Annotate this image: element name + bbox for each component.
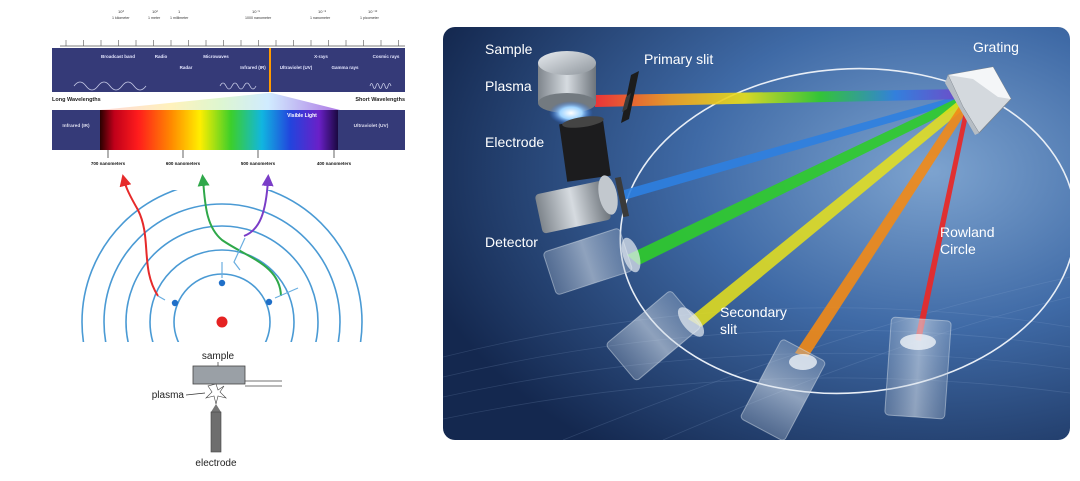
orange-beam — [795, 93, 972, 357]
sample-label: Sample — [485, 41, 533, 57]
band-label: Cosmic rays — [373, 54, 400, 59]
detector-green — [543, 228, 641, 295]
ultraviolet-block — [338, 110, 405, 150]
electrode-tip — [211, 404, 221, 412]
band-labels: Broadcast band Radio Radar Microwaves In… — [101, 54, 400, 70]
nm-label: 500 nanometers — [241, 161, 276, 166]
label-line: Rowland — [940, 224, 994, 240]
labels: Sample Plasma Electrode Primary slit Gra… — [485, 39, 1019, 337]
label-line: Circle — [940, 241, 976, 257]
nm-label: 400 nanometers — [317, 161, 352, 166]
wave-short — [369, 83, 392, 89]
short-wavelengths-label: Short Wavelengths — [355, 97, 405, 103]
scale-label: 10⁻¹² — [368, 9, 378, 14]
nm-label: 700 nanometers — [91, 161, 126, 166]
scale-unit: 1 meter — [148, 16, 161, 20]
atomic-emission-panel: 10³ 10² 1 10⁻⁵ 10⁻⁸ 10⁻¹² 1 kilometer 1 … — [0, 0, 440, 476]
scale-unit: 1 millimeter — [170, 16, 189, 20]
electron — [171, 299, 179, 307]
grating — [945, 66, 1012, 135]
sample-label: sample — [202, 351, 235, 362]
electron — [218, 279, 226, 287]
detector-blue — [535, 175, 630, 234]
band-label: Infrared (IR) — [240, 65, 266, 70]
scale-unit: 1 picometer — [360, 16, 380, 20]
plasma-label: Plasma — [485, 78, 532, 94]
band-label: Ultraviolet (UV) — [280, 65, 313, 70]
spark-setup: sample plasma electrode — [152, 351, 282, 469]
em-band — [52, 48, 405, 92]
label-line: Secondary — [720, 304, 787, 320]
green-beam — [627, 93, 968, 265]
visible-spectrum — [100, 110, 338, 150]
violet-photon-path — [243, 174, 274, 237]
scale-unit: 1 kilometer — [112, 16, 130, 20]
scale-label: 10⁻⁸ — [318, 9, 327, 14]
primary-slit-label: Primary slit — [644, 51, 713, 67]
transition-stub — [157, 295, 166, 301]
red-photon-path — [119, 174, 159, 297]
ultraviolet-label: Ultraviolet (UV) — [354, 123, 389, 129]
band-label: Radio — [155, 54, 168, 59]
detector-label: Detector — [485, 234, 538, 250]
spectrometer-svg: Sample Plasma Electrode Primary slit Gra… — [443, 27, 1070, 440]
sample-block — [192, 365, 246, 385]
scale-label: 10⁻⁵ — [252, 9, 261, 14]
detector-yellow — [606, 291, 705, 381]
transition-stub — [274, 287, 299, 299]
band-label: X-rays — [314, 54, 328, 59]
band-label: Microwaves — [203, 54, 229, 59]
atomic-emission-svg: 10³ 10² 1 10⁻⁵ 10⁻⁸ 10⁻¹² 1 kilometer 1 … — [52, 9, 405, 469]
dispersed-beams — [624, 93, 972, 357]
long-wavelengths-label: Long Wavelengths — [52, 97, 101, 103]
scale-unit: 1000 nanometer — [245, 16, 272, 20]
plasma-label: plasma — [152, 390, 185, 401]
yellow-beam — [688, 93, 970, 327]
band-label: Gamma rays — [331, 65, 359, 70]
electron — [265, 298, 273, 306]
red-beam — [915, 93, 971, 341]
electrode-label: electrode — [195, 458, 237, 469]
scale-label: 1 — [178, 9, 181, 14]
transition-stub — [233, 237, 246, 271]
primary-beam — [595, 89, 970, 107]
spectrometer-panel: Sample Plasma Electrode Primary slit Gra… — [443, 27, 1070, 440]
nm-label: 600 nanometers — [166, 161, 201, 166]
electrode-rod — [210, 411, 222, 453]
infrared-block — [52, 110, 102, 150]
wave-long — [73, 81, 147, 91]
wavelength-scale: 10³ 10² 1 10⁻⁵ 10⁻⁸ 10⁻¹² 1 kilometer 1 … — [60, 9, 405, 47]
green-photon-path — [197, 174, 282, 297]
label-line: slit — [720, 321, 737, 337]
detector-red — [884, 316, 952, 420]
nm-axis: 700 nanometers 600 nanometers 500 nanome… — [91, 150, 352, 166]
electrode-label: Electrode — [485, 134, 544, 150]
visible-light-label: Visible Light — [287, 113, 317, 119]
band-label: Broadcast band — [101, 54, 135, 59]
blue-beam — [624, 93, 968, 200]
nucleus — [216, 316, 228, 328]
zoom-fan — [100, 93, 340, 110]
infrared-label: Infrared (IR) — [62, 123, 90, 129]
band-label: Radar — [180, 65, 193, 70]
scale-unit: 1 nanometer — [310, 16, 331, 20]
scale-label: 10³ — [118, 9, 124, 14]
plasma-spark — [205, 383, 227, 405]
detector-orange — [740, 339, 826, 440]
wave-mid — [219, 82, 257, 90]
electrode — [559, 116, 611, 182]
scale-label: 10² — [152, 9, 158, 14]
grating-label: Grating — [973, 39, 1019, 55]
